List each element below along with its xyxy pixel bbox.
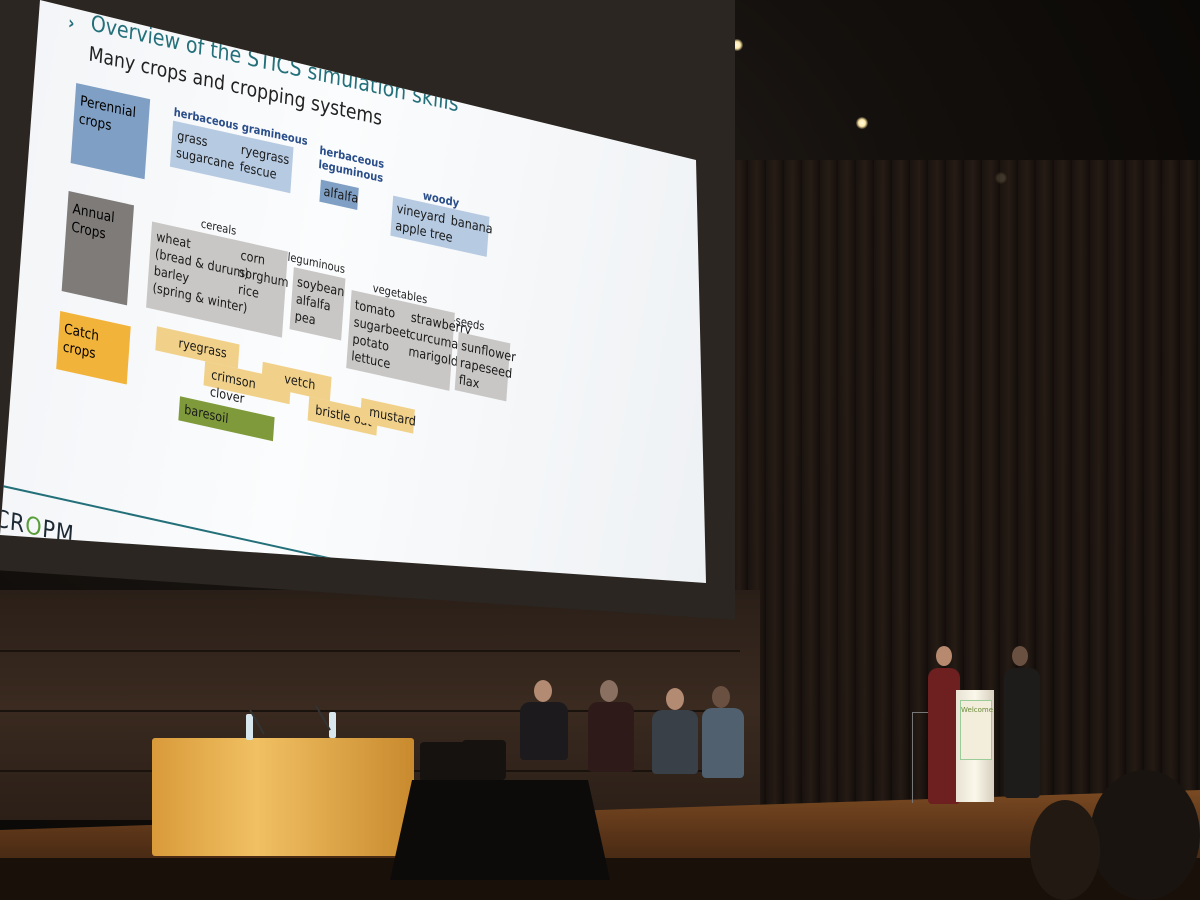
chair [462,740,506,780]
audience-member [1030,800,1100,900]
stage-monitor [390,780,610,880]
audience-member [1090,770,1200,900]
chair [420,742,466,782]
lectern-sign-text: Welcome [961,706,994,714]
ceiling-light [856,117,868,129]
lectern-sign [960,700,992,760]
panel-table [152,738,414,856]
wall-panel-line [0,710,740,712]
wall-panel-line [0,650,740,652]
screen-frame [0,0,735,620]
water-bottle [246,714,253,740]
water-bottle [329,712,336,738]
